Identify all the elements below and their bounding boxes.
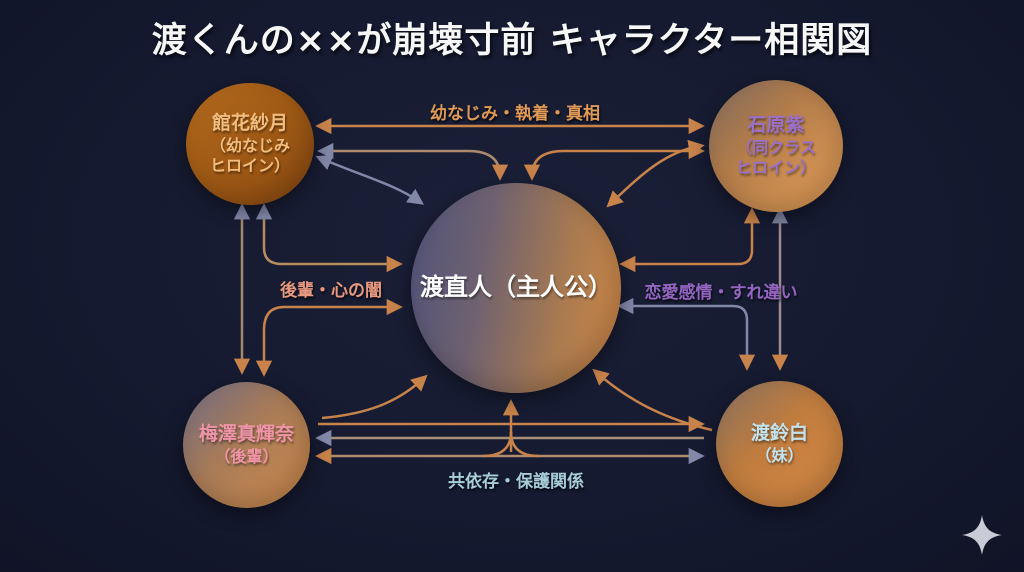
node-role: （後輩） [214,446,279,466]
node-role: ヒロイン） [209,156,290,176]
arrow-tatebana-center-left [255,203,403,273]
node-name: 館花紗月 [211,111,288,134]
arrow-umezawa-center-diag [321,374,428,420]
edge-label-top: 幼なじみ・執着・真相 [430,104,600,124]
arrow-suzushiro-center-diag [592,368,713,432]
arrow-umezawa-center-left [255,298,403,377]
node-watari-naoto: 渡直人（主人公） [411,183,621,393]
node-tatebana-satsuki: 館花紗月 （幼なじみ ヒロイン） [186,83,314,205]
arrow-center-suzushiro-right [617,297,756,371]
edge-label-left: 後輩・心の闇 [280,281,382,301]
edge-label-right: 恋愛感情・すれ違い [644,283,798,303]
node-ishihara-yukari: 石原紫 （同クラス ヒロイン） [709,80,843,212]
page-title: 渡くんの××が崩壊寸前 キャラクター相関図 [151,21,873,61]
node-role: ヒロイン） [735,158,816,178]
node-watari-suzushiro: 渡鈴白 （妹） [716,381,843,507]
node-umezawa-makina: 梅澤真輝奈 （後輩） [183,382,310,508]
node-name: 渡直人（主人公） [420,273,612,302]
arrow-diag-ishihara [606,139,705,208]
arrow-tatebana-center-top [317,142,509,181]
node-role: （同クラス [736,137,816,157]
arrow-diag-tatebana [315,155,425,205]
arrow-ishihara-center-top [523,142,705,181]
arrow-center-ishihara-right [619,207,761,273]
node-name: 渡鈴白 [750,422,808,445]
node-name: 石原紫 [747,113,805,136]
node-name: 梅澤真輝奈 [198,423,294,446]
edge-label-bottom: 共依存・保護関係 [448,472,584,492]
sparkle-icon [962,515,1002,555]
node-role: （妹） [755,445,804,465]
node-role: （幼なじみ [209,135,290,155]
